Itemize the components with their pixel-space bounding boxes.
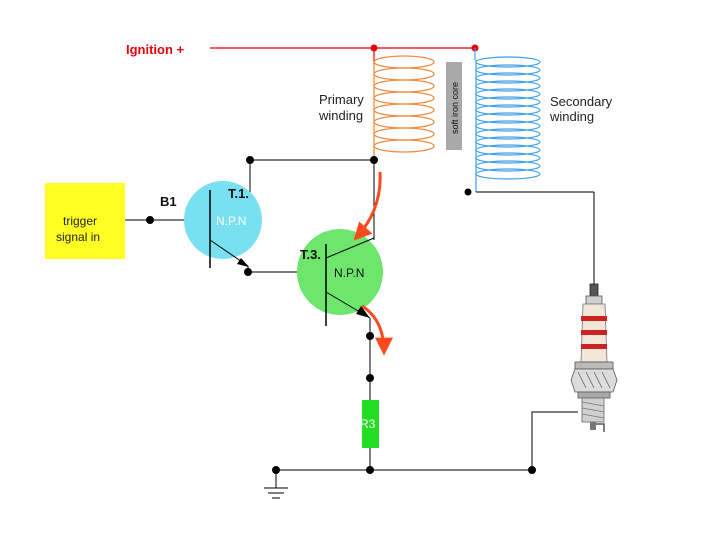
ground-bus (272, 448, 536, 488)
secondary-output-wire (464, 188, 595, 288)
current-flow-arrows (353, 171, 393, 356)
transistor-t1: T.1. N.P.N (184, 181, 262, 268)
primary-winding-label-1: Primary (319, 92, 364, 107)
current-arrow-emitter (361, 304, 393, 356)
spark-plug-icon (570, 283, 618, 432)
transistor-t3: T.3. N.P.N (297, 229, 383, 326)
spark-plug-ground-wire (531, 411, 578, 470)
trigger-label-2: signal in (56, 230, 100, 244)
secondary-winding (475, 56, 541, 192)
trigger-box (45, 183, 125, 259)
t1-type-label: N.P.N (216, 214, 246, 228)
ground-icon (264, 487, 288, 499)
emitter-wire (366, 318, 374, 400)
trigger-label-1: trigger (63, 214, 97, 228)
ignition-label: Ignition + (126, 42, 185, 57)
soft-iron-core-label: soft iron core (450, 82, 460, 134)
t1-label: T.1. (228, 186, 249, 201)
secondary-winding-label-1: Secondary (550, 94, 613, 109)
t3-label: T.3. (300, 247, 321, 262)
current-arrow-collector (353, 171, 382, 241)
primary-winding-label-2: winding (318, 108, 363, 123)
r3-label: R3 (360, 417, 376, 431)
b1-label: B1 (160, 194, 177, 209)
resistor-r3: R3 (360, 400, 379, 448)
primary-winding (373, 55, 435, 160)
secondary-winding-label-2: winding (549, 109, 594, 124)
trigger-input: trigger signal in (45, 183, 125, 259)
ignition-supply: Ignition + (126, 42, 479, 62)
soft-iron-core: soft iron core (446, 62, 462, 150)
t3-type-label: N.P.N (334, 266, 364, 280)
